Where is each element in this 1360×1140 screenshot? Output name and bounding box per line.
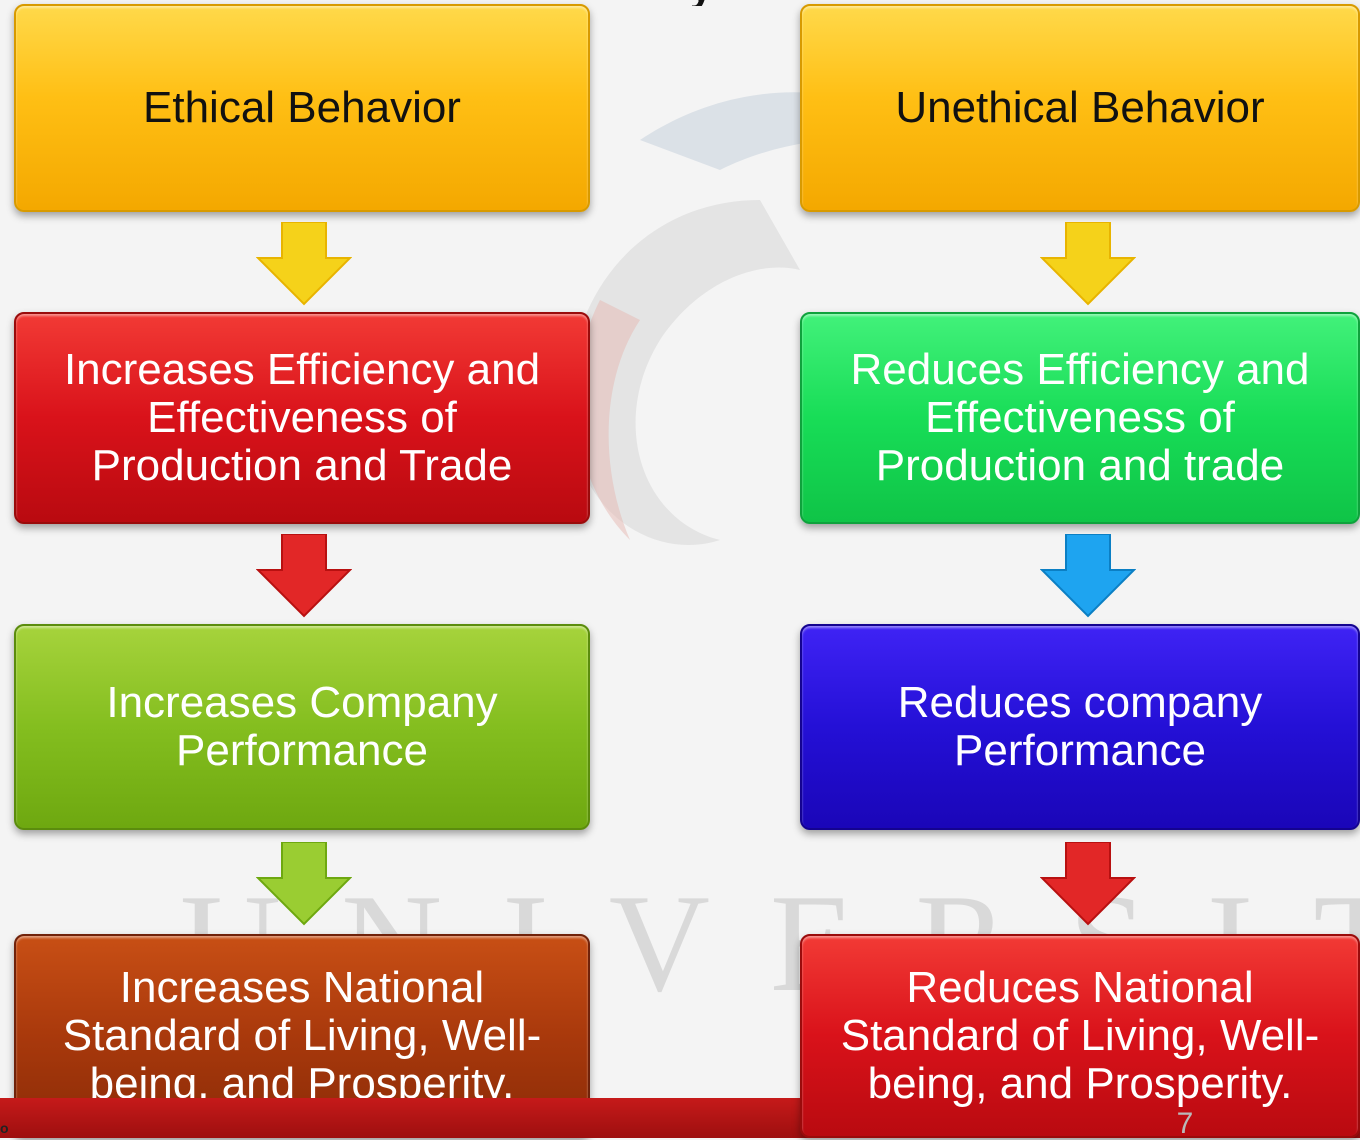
down-arrow-icon	[1040, 534, 1136, 618]
increases-efficiency-line1: Increases Efficiency and	[63, 345, 541, 394]
increases-living-line2: Standard of Living, Well-	[62, 1011, 542, 1060]
reduces-living-line1: Reduces National	[906, 963, 1254, 1012]
ethical-behavior-label: Ethical Behavior	[143, 83, 461, 132]
swirl-logo	[569, 200, 800, 545]
slide-title-fragment: y	[690, 0, 720, 6]
footer-fragment: o	[0, 1120, 9, 1136]
increases-performance-box: Increases Company Performance	[14, 624, 590, 830]
increases-efficiency-line2: Effectiveness of	[147, 393, 457, 442]
increases-living-line1: Increases National	[119, 963, 485, 1012]
ethical-behavior-box: Ethical Behavior	[14, 4, 590, 212]
unethical-behavior-box: Unethical Behavior	[800, 4, 1360, 212]
down-arrow-icon	[1040, 842, 1136, 926]
increases-performance-line2: Performance	[176, 726, 428, 775]
down-arrow-icon	[256, 842, 352, 926]
increases-efficiency-line3: Production and Trade	[91, 441, 513, 490]
reduces-efficiency-box: Reduces Efficiency and Effectiveness of …	[800, 312, 1360, 524]
increases-performance-line1: Increases Company	[106, 678, 498, 727]
reduces-living-standard-box: Reduces National Standard of Living, Wel…	[800, 934, 1360, 1138]
reduces-living-line3: being, and Prosperity.	[867, 1059, 1293, 1108]
increases-efficiency-box: Increases Efficiency and Effectiveness o…	[14, 312, 590, 524]
reduces-efficiency-line2: Effectiveness of	[925, 393, 1235, 442]
slide-number: 7	[1176, 1107, 1194, 1140]
reduces-efficiency-line1: Reduces Efficiency and	[850, 345, 1310, 394]
reduces-performance-line1: Reduces company	[897, 678, 1263, 727]
swirl-logo-red	[576, 300, 640, 540]
reduces-efficiency-line3: Production and trade	[875, 441, 1285, 490]
reduces-performance-line2: Performance	[954, 726, 1206, 775]
reduces-performance-box: Reduces company Performance	[800, 624, 1360, 830]
down-arrow-icon	[1040, 222, 1136, 306]
unethical-behavior-label: Unethical Behavior	[895, 83, 1265, 132]
down-arrow-icon	[256, 534, 352, 618]
down-arrow-icon	[256, 222, 352, 306]
reduces-living-line2: Standard of Living, Well-	[840, 1011, 1320, 1060]
